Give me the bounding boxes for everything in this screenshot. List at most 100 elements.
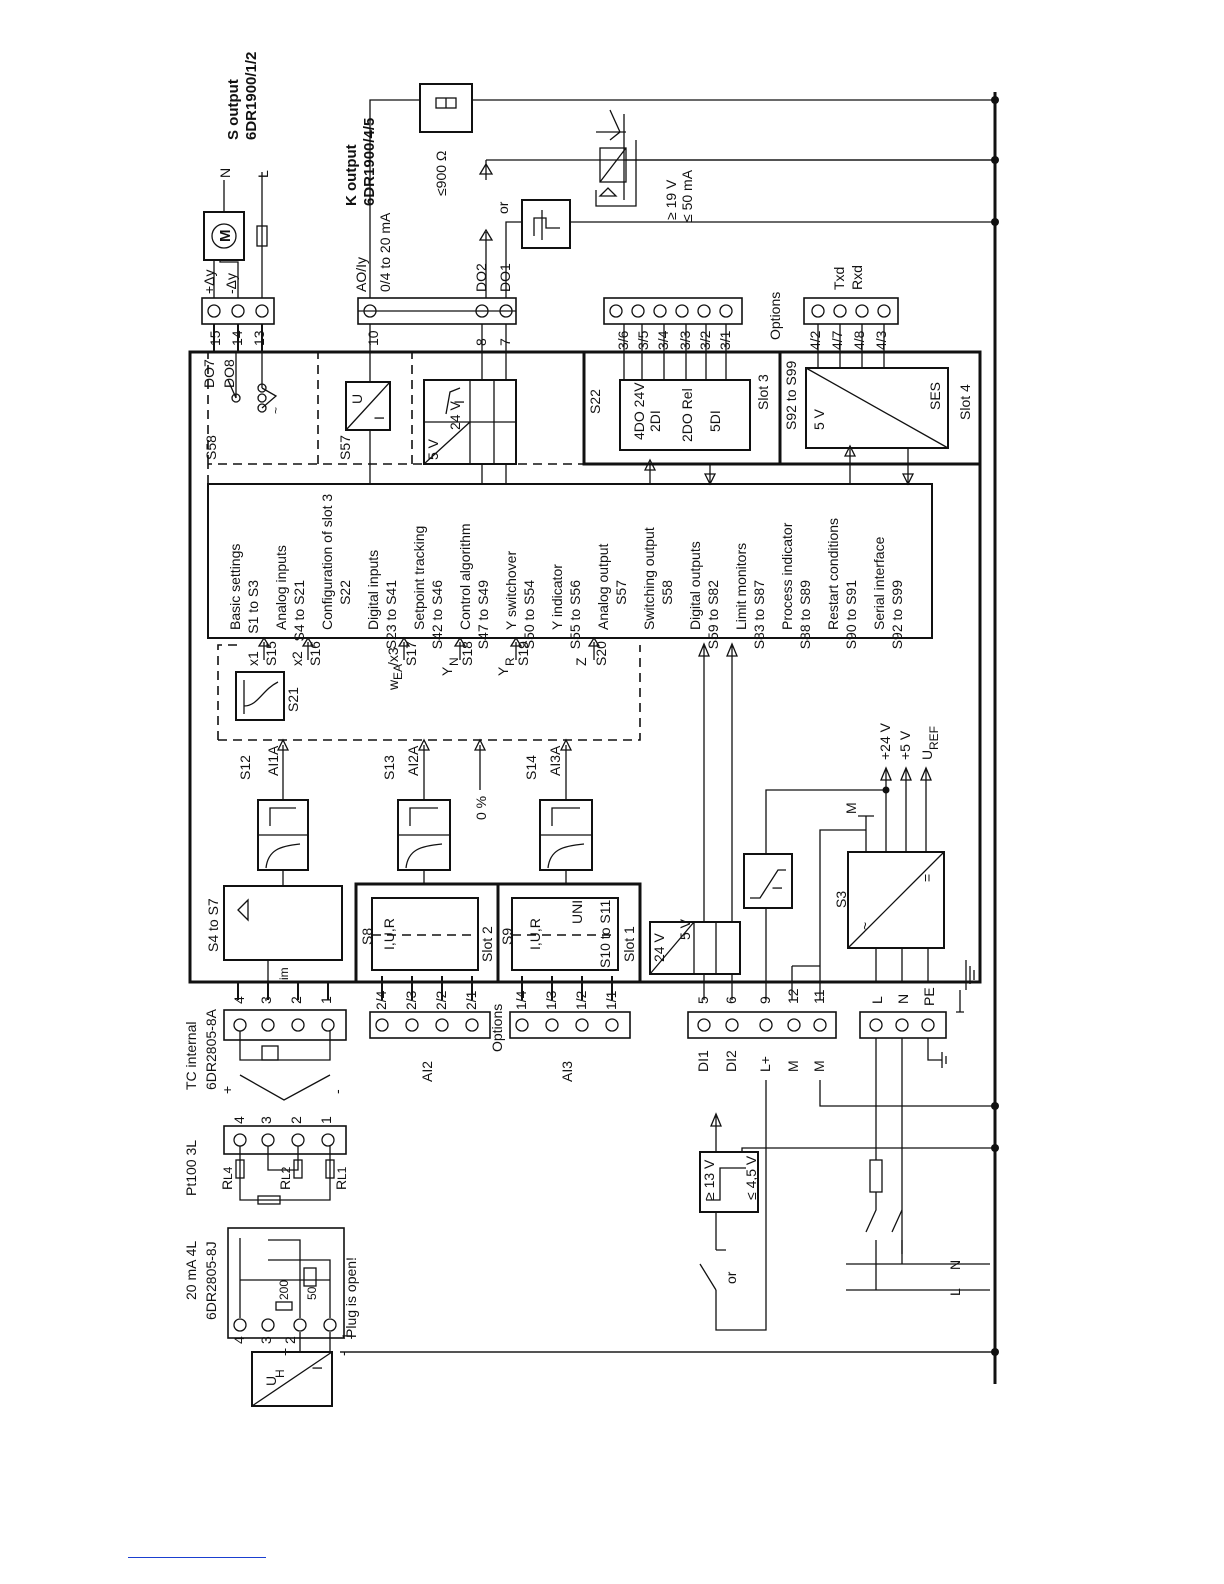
svg-text:≤ 4,5 V: ≤ 4,5 V (743, 1155, 759, 1200)
svg-text:AI3A: AI3A (547, 745, 563, 776)
svg-text:4/3: 4/3 (873, 330, 889, 350)
svg-text:R: R (333, 1180, 349, 1190)
svg-text:≥ 19 V: ≥ 19 V (663, 179, 679, 220)
svg-text:N: N (895, 994, 911, 1004)
function-row-name: Limit monitors (733, 543, 749, 630)
svg-text:S3: S3 (833, 891, 849, 908)
svg-text:2: 2 (288, 1116, 304, 1124)
svg-text:2DO Rel: 2DO Rel (679, 388, 695, 442)
svg-text:REF: REF (927, 726, 941, 750)
svg-text:24 V: 24 V (447, 401, 463, 430)
svg-text:200: 200 (277, 1280, 291, 1300)
or-label-bottom: or (723, 1271, 739, 1284)
power-terminals: 5 6 9 12 11 DI1 DI2 L+ M M (687, 965, 995, 1331)
svg-text:4/8: 4/8 (851, 330, 867, 350)
svg-text:Y: Y (439, 666, 455, 676)
svg-text:=: = (919, 874, 935, 882)
resistor-50 (303, 1267, 317, 1287)
svg-text:S10 to S11: S10 to S11 (597, 900, 613, 968)
ai2-term-3: 2/2 (433, 990, 449, 1010)
svg-text:S8: S8 (359, 928, 375, 945)
svg-text:S16: S16 (307, 641, 323, 666)
pt100-title: Pt100 3L (183, 1140, 199, 1196)
svg-text:≤ 50 mA: ≤ 50 mA (679, 169, 695, 222)
function-row-range: S88 to S89 (797, 580, 813, 649)
input-pt100-3l: Pt100 3L 4 3 2 1 R L4 R L2 R L1 (183, 1116, 349, 1205)
svg-text:≤900 Ω: ≤900 Ω (433, 151, 449, 196)
svg-text:~: ~ (857, 922, 873, 930)
svg-text:1: 1 (318, 1116, 334, 1124)
svg-text:U: U (263, 1376, 279, 1386)
svg-text:DI1: DI1 (695, 1050, 711, 1072)
svg-text:I: I (309, 1366, 325, 1370)
svg-text:5 V: 5 V (425, 438, 441, 460)
ma-4l-part: 6DR2805-8J (203, 1241, 219, 1320)
svg-text:S4 to S7: S4 to S7 (205, 898, 221, 952)
svg-text:/x3: /x3 (385, 647, 401, 666)
fuse (869, 1159, 883, 1193)
function-row-range: S83 to S87 (751, 580, 767, 649)
ai3-term-2: 1/3 (543, 990, 559, 1010)
svg-text:I: I (451, 400, 467, 404)
svg-text:Slot 3: Slot 3 (755, 374, 771, 410)
svg-text:S57: S57 (337, 435, 353, 460)
svg-text:Z: Z (573, 657, 589, 666)
tc-connector (223, 1009, 347, 1041)
function-row-range: S92 to S99 (889, 580, 905, 649)
function-row-name: Digital inputs (365, 550, 381, 630)
svg-text:Rxd: Rxd (849, 265, 865, 290)
svg-text:Y: Y (495, 666, 511, 676)
svg-text:EA: EA (391, 664, 405, 680)
load-resistor: ≤900 Ω (419, 83, 995, 196)
svg-text:+Δy: +Δy (201, 269, 217, 294)
svg-text:3/1: 3/1 (717, 330, 733, 350)
svg-text:PE: PE (921, 987, 937, 1006)
svg-text:M: M (843, 802, 859, 814)
svg-text:S13: S13 (381, 755, 397, 780)
svg-text:L: L (947, 1288, 963, 1296)
digital-input-block: 24 V 5 V (649, 642, 741, 975)
svg-text:Txd: Txd (831, 267, 847, 290)
svg-text:3/6: 3/6 (615, 330, 631, 350)
function-row-range: S50 to S54 (521, 580, 537, 649)
function-row-range: S55 to S56 (567, 580, 583, 649)
svg-text:UNI: UNI (569, 900, 585, 924)
svg-text:x2: x2 (289, 651, 305, 666)
mains-terminals: L N PE N L (846, 960, 990, 1296)
function-row-name: Setpoint tracking (411, 526, 427, 630)
svg-text:3/2: 3/2 (697, 330, 713, 350)
svg-text:6: 6 (723, 996, 739, 1004)
ai3-term-3: 1/2 (573, 990, 589, 1010)
function-row-name: Basic settings (227, 544, 243, 630)
svg-text:2: 2 (288, 996, 304, 1004)
function-row-name: Switching output (641, 527, 657, 630)
s-output-part: 6DR1900/1/2 (243, 52, 260, 140)
svg-text:50: 50 (305, 1286, 319, 1300)
svg-text:-: - (335, 1351, 351, 1356)
s-output-title: S output (225, 79, 242, 140)
svg-text:S19: S19 (515, 641, 531, 666)
dashed-output-bus (207, 352, 940, 484)
digital-output-block: 5 V 24 V I 8 7 (423, 324, 517, 484)
function-row-name: Analog inputs (273, 545, 289, 630)
svg-text:+24 V: +24 V (877, 722, 893, 760)
svg-text:Slot 1: Slot 1 (621, 926, 637, 962)
analog-input-stage-1: S4 to S7 im S12 AI1A (205, 738, 343, 983)
ai3-term-1: 1/4 (513, 990, 529, 1010)
svg-text:24 V: 24 V (651, 933, 667, 962)
relay-coil: ≥ 19 V ≤ 50 mA (595, 109, 995, 222)
svg-text:S21: S21 (285, 687, 301, 712)
svg-text:3/4: 3/4 (655, 330, 671, 350)
input-20ma-4l: 20 mA 4L 6DR2805-8J Plug is open! 200 50… (183, 1227, 995, 1407)
svg-text:4/2: 4/2 (807, 330, 823, 350)
function-row-name: Control algorithm (457, 523, 473, 630)
power-supply-s3: ~ = S3 M +24 V +5 V U REF (819, 722, 945, 982)
ai2-term-4: 2/1 (463, 990, 479, 1010)
pt100-connector (223, 1125, 347, 1155)
svg-text:5: 5 (695, 996, 711, 1004)
ai3-label: AI3 (559, 1061, 575, 1082)
svg-text:R: R (503, 657, 517, 666)
svg-text:AO/Iy: AO/Iy (353, 257, 369, 292)
threshold-block: ≥ 13 V ≤ 4,5 V or (699, 1112, 995, 1291)
svg-text:SES: SES (927, 382, 943, 410)
